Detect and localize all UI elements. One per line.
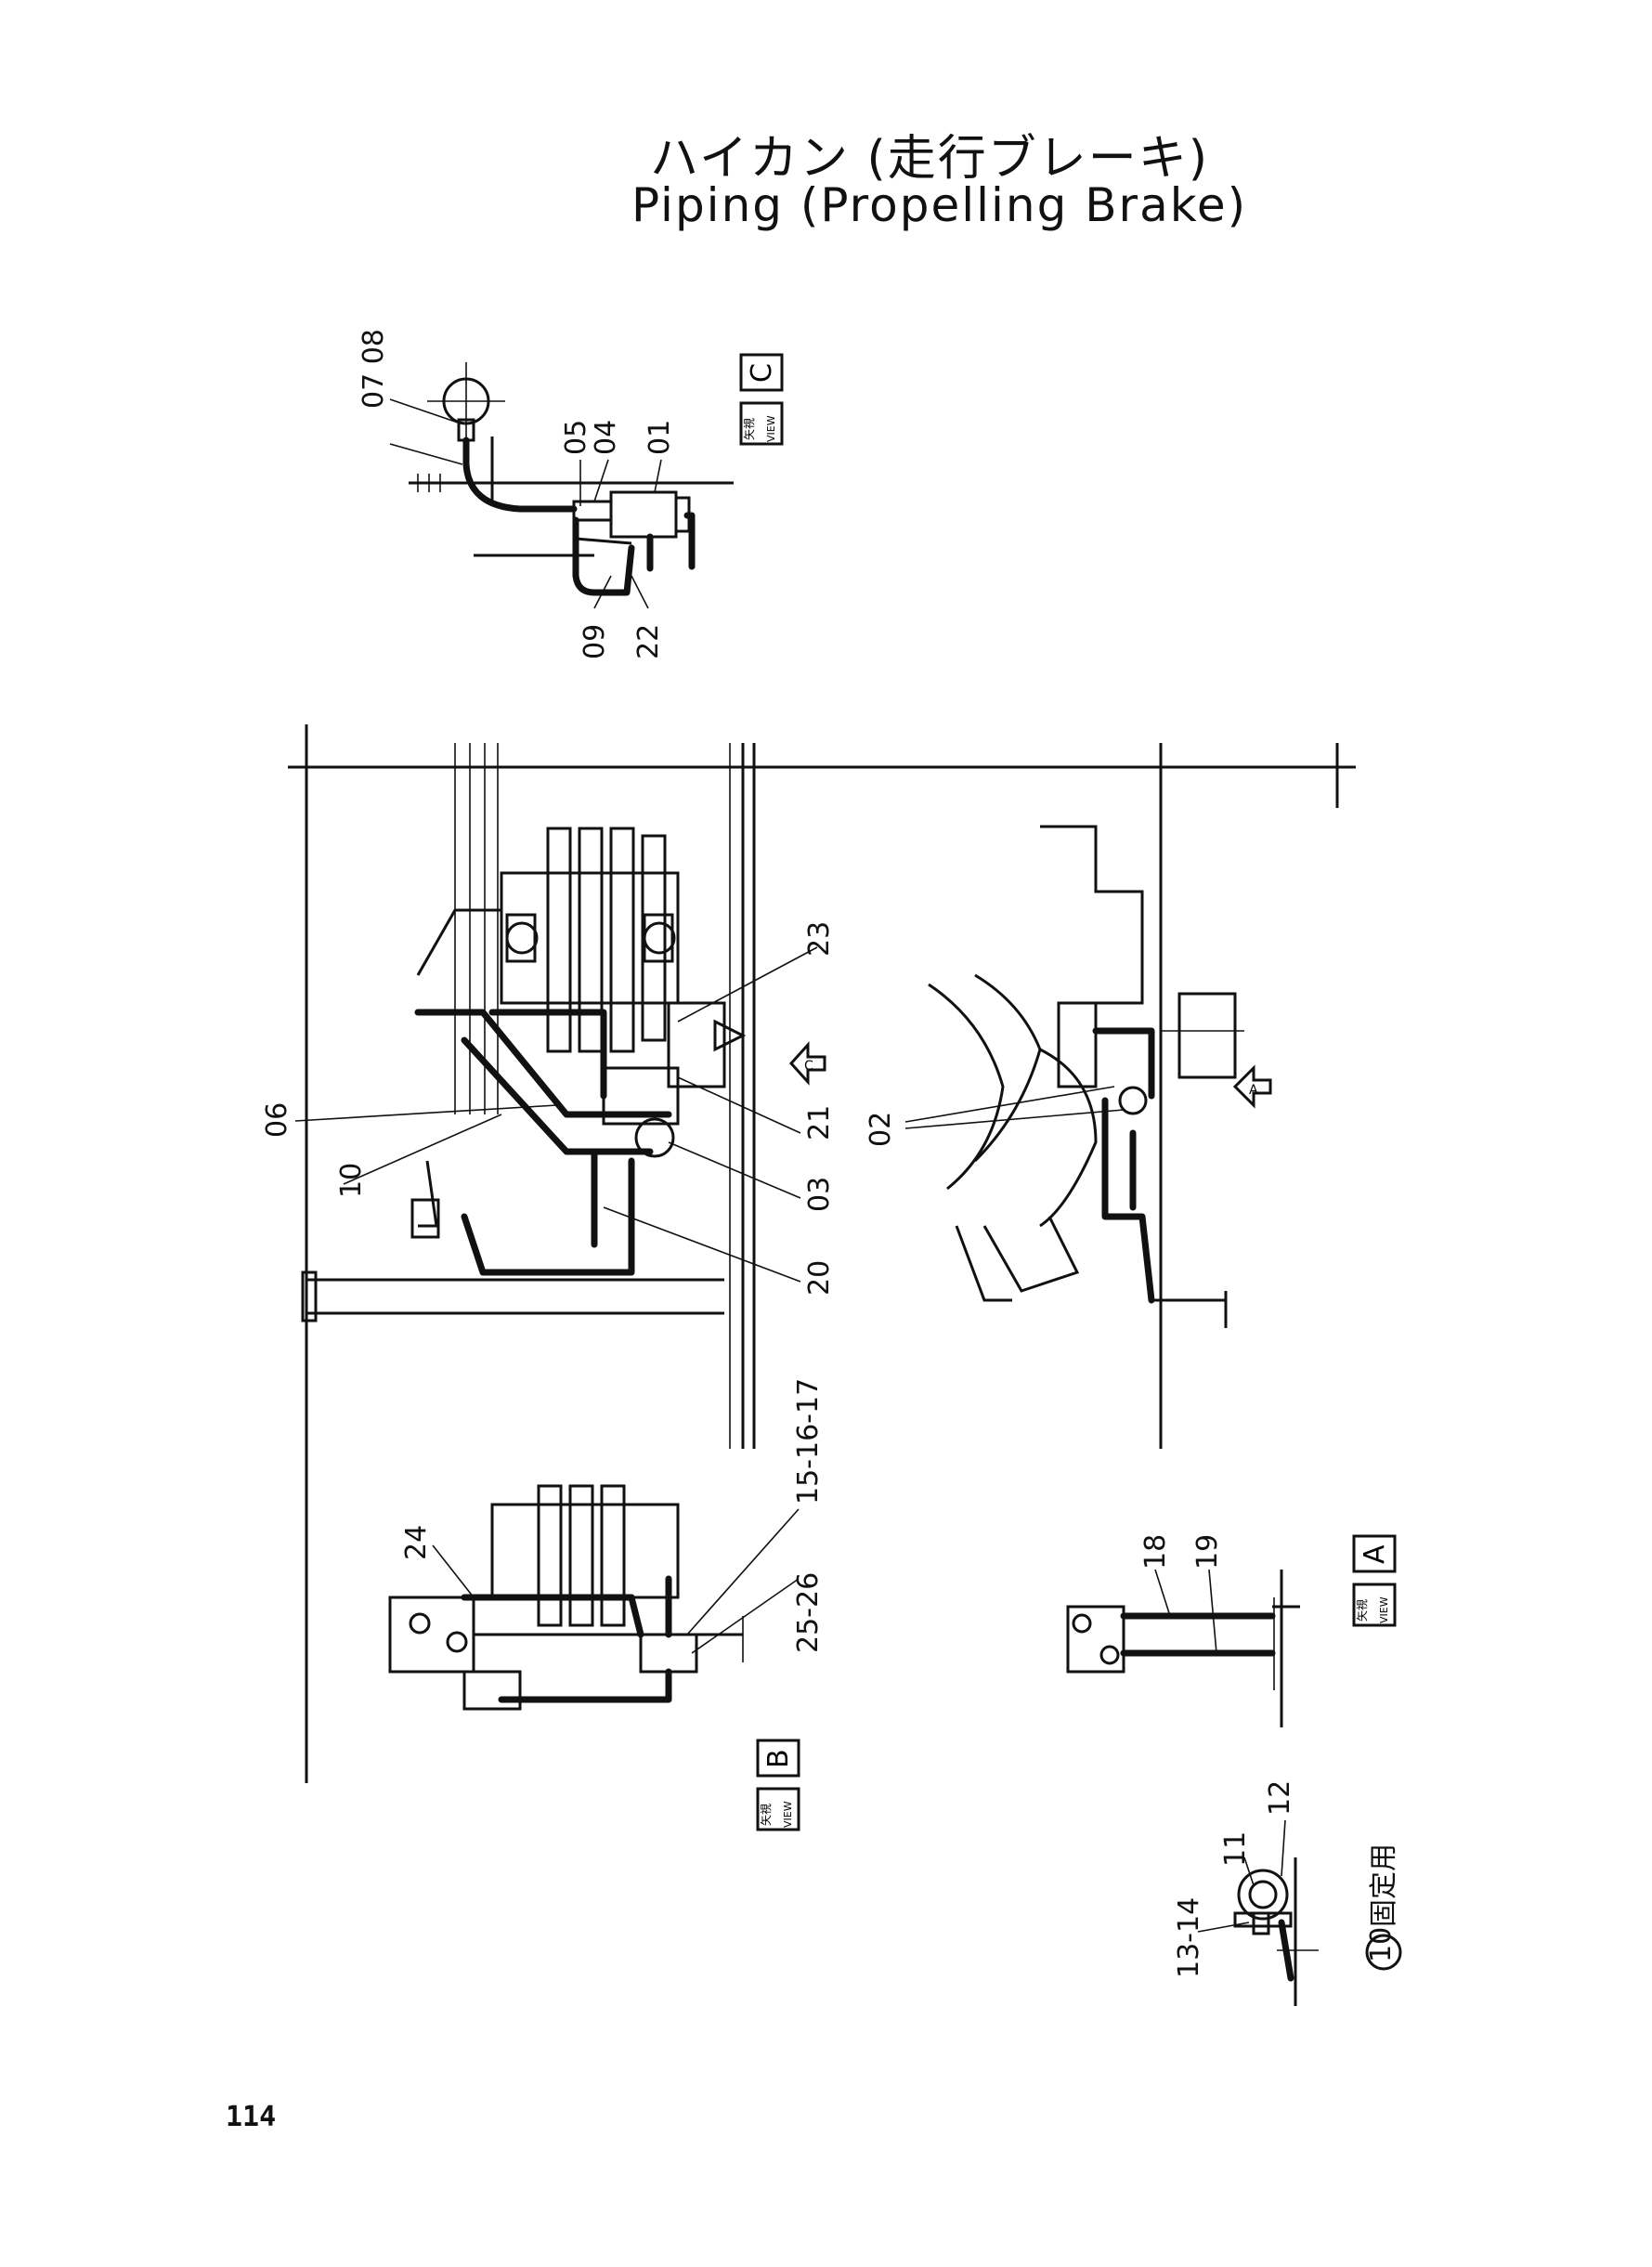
label-13-14: 13-14 xyxy=(1173,1897,1205,1978)
leader-04 xyxy=(593,459,609,502)
leader-24 xyxy=(432,1544,475,1598)
leader-07 xyxy=(389,443,463,465)
svg-text:VIEW: VIEW xyxy=(1378,1596,1390,1623)
view-b-tag: 矢視 VIEW B xyxy=(756,1739,800,1831)
svg-text:B: B xyxy=(762,1749,795,1768)
label-22: 22 xyxy=(632,624,665,659)
clamp-note: 10 固定用 xyxy=(1365,1844,1402,1971)
label-03: 03 xyxy=(803,1177,836,1212)
leader-20 xyxy=(603,1206,801,1283)
title-english: Piping (Propelling Brake) xyxy=(631,178,1248,232)
clamp-detail xyxy=(1233,1857,1319,2006)
label-12: 12 xyxy=(1264,1780,1296,1816)
svg-text:C: C xyxy=(746,363,778,383)
title-japanese: ハイカン (走行ブレーキ) xyxy=(650,131,1210,187)
label-24: 24 xyxy=(400,1525,433,1560)
view-b-assembly xyxy=(388,1484,744,1711)
leader-18 xyxy=(1154,1569,1171,1617)
label-06: 06 xyxy=(261,1102,293,1138)
label-25-26: 25-26 xyxy=(792,1572,825,1653)
leader-01 xyxy=(654,459,662,493)
label-05: 05 xyxy=(560,420,592,455)
label-02: 02 xyxy=(865,1112,897,1147)
svg-text:矢視: 矢視 xyxy=(742,418,756,440)
label-20: 20 xyxy=(803,1260,836,1296)
svg-text:10: 10 xyxy=(1365,1927,1398,1962)
leader-15-16-17 xyxy=(686,1508,800,1635)
leader-12 xyxy=(1281,1819,1286,1877)
svg-text:VIEW: VIEW xyxy=(765,415,777,442)
leader-02-a xyxy=(904,1086,1115,1123)
arrow-a-letter: A xyxy=(1249,1083,1258,1098)
leader-23 xyxy=(677,946,818,1023)
label-11: 11 xyxy=(1219,1831,1252,1867)
leader-02-b xyxy=(904,1109,1125,1129)
view-c-assembly xyxy=(409,362,734,596)
label-07-08: 07 08 xyxy=(358,329,390,409)
label-09: 09 xyxy=(579,624,611,659)
leader-25-26 xyxy=(691,1578,800,1654)
leader-09 xyxy=(593,575,612,609)
arrow-c-marker: C xyxy=(788,1041,826,1086)
label-01: 01 xyxy=(644,420,676,455)
svg-text:矢視: 矢視 xyxy=(1355,1599,1369,1622)
right-assembly: A xyxy=(928,743,1339,1449)
view-a-assembly xyxy=(1066,1570,1300,1727)
leader-03 xyxy=(668,1141,801,1199)
label-04: 04 xyxy=(590,420,622,455)
page-number: 114 xyxy=(226,2101,277,2133)
leader-21 xyxy=(677,1076,801,1134)
label-10: 10 xyxy=(335,1163,368,1198)
svg-text:固定用: 固定用 xyxy=(1368,1844,1400,1927)
leader-10 xyxy=(343,1114,502,1185)
svg-text:C: C xyxy=(804,1059,813,1074)
leader-13-14 xyxy=(1197,1922,1250,1933)
svg-text:VIEW: VIEW xyxy=(782,1801,794,1828)
leader-19 xyxy=(1208,1569,1217,1654)
leader-06 xyxy=(294,1104,558,1122)
label-19: 19 xyxy=(1191,1534,1224,1570)
view-c-tag: 矢視 VIEW C xyxy=(739,353,784,446)
label-23: 23 xyxy=(803,921,836,957)
label-15-16-17: 15-16-17 xyxy=(792,1378,825,1505)
svg-text:矢視: 矢視 xyxy=(759,1804,773,1826)
main-assembly xyxy=(288,724,1356,1783)
label-21: 21 xyxy=(803,1105,836,1140)
label-18: 18 xyxy=(1139,1534,1172,1570)
view-a-tag: 矢視 VIEW A xyxy=(1352,1534,1397,1627)
leader-08 xyxy=(389,398,462,424)
leader-22 xyxy=(631,575,649,609)
svg-text:A: A xyxy=(1359,1544,1391,1564)
leader-11 xyxy=(1243,1857,1255,1886)
